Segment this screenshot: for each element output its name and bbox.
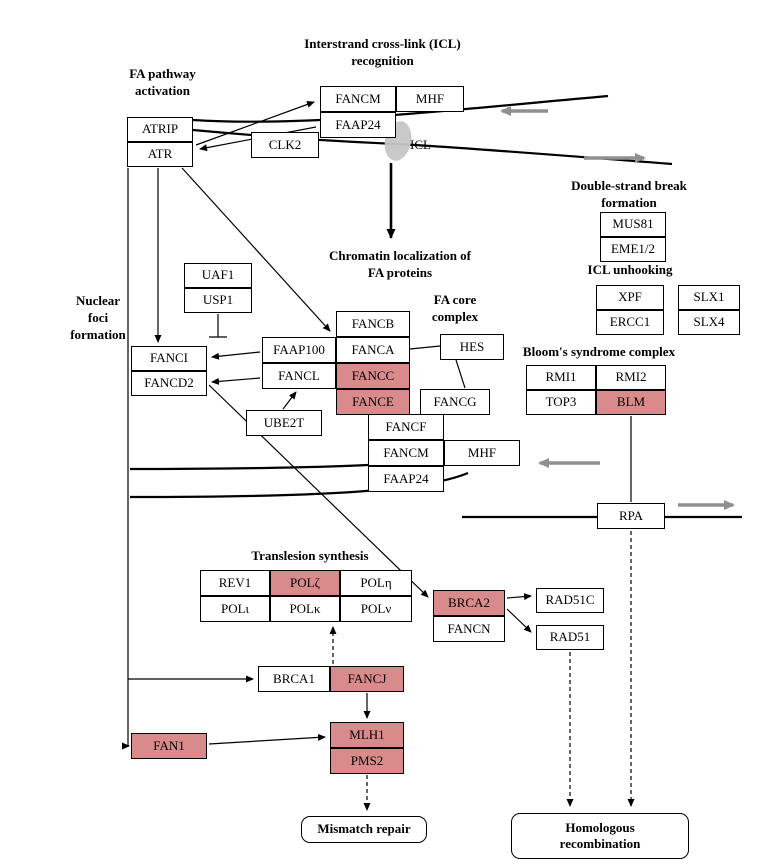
node-brca2[interactable]: BRCA2 [433, 590, 505, 616]
node-usp1[interactable]: USP1 [184, 288, 252, 313]
node-rmi1[interactable]: RMI1 [526, 365, 596, 390]
header-blooms-complex: Bloom's syndrome complex [522, 344, 676, 359]
node-rpa[interactable]: RPA [597, 503, 665, 529]
arrow-brca2-to-rad51 [506, 608, 532, 633]
node-faap24-mid[interactable]: FAAP24 [368, 466, 444, 492]
node-uaf1[interactable]: UAF1 [184, 263, 252, 288]
node-fancg[interactable]: FANCG [420, 389, 490, 415]
node-mismatch-repair[interactable]: Mismatch repair [301, 816, 427, 843]
node-ube2t[interactable]: UBE2T [246, 410, 322, 436]
dna-strand-middle [129, 463, 469, 499]
node-fancm-mid[interactable]: FANCM [368, 440, 444, 466]
node-mhf-top[interactable]: MHF [396, 86, 464, 112]
node-fanci[interactable]: FANCI [131, 346, 207, 371]
node-faap100[interactable]: FAAP100 [262, 337, 336, 363]
node-hes[interactable]: HES [440, 334, 504, 360]
header-fa-core-complex: FA core complex [431, 292, 479, 324]
activation-arrows [122, 101, 532, 750]
arrow-fancl-to-fancd2 [211, 377, 261, 385]
node-slx4[interactable]: SLX4 [678, 310, 740, 335]
link-hes-fancg [455, 359, 466, 389]
node-rev1[interactable]: REV1 [200, 570, 270, 596]
node-atr[interactable]: ATR [127, 142, 193, 167]
arrow-faap100-to-fanci [211, 351, 261, 360]
header-dsb-formation: Double-strand break formation [571, 178, 687, 210]
node-brca1[interactable]: BRCA1 [258, 666, 330, 692]
link-hes-fanca [409, 345, 441, 350]
arrow-fancd2-to-brca2 [208, 384, 429, 598]
node-homologous-recombination[interactable]: Homologous recombination [511, 813, 689, 859]
node-xpf[interactable]: XPF [596, 285, 664, 310]
arrow-atr-to-core-complex [181, 167, 331, 332]
arrow-ube2t-to-fancl [282, 391, 297, 410]
node-fancl[interactable]: FANCL [262, 363, 336, 389]
node-fanca[interactable]: FANCA [336, 337, 410, 363]
header-icl-recognition: Interstrand cross-link (ICL) recognition [304, 36, 461, 68]
node-ercc1[interactable]: ERCC1 [596, 310, 664, 335]
node-top3[interactable]: TOP3 [526, 390, 596, 415]
plain-connectors [409, 345, 632, 502]
node-rad51c[interactable]: RAD51C [536, 588, 604, 613]
node-faap24-top[interactable]: FAAP24 [320, 112, 396, 138]
node-fancc[interactable]: FANCC [336, 363, 410, 389]
node-fancf[interactable]: FANCF [368, 414, 444, 440]
arrow-brca2-to-rad51c [506, 593, 532, 601]
node-atrip[interactable]: ATRIP [127, 117, 193, 142]
node-poli[interactable]: POLι [200, 596, 270, 622]
node-mhf-mid[interactable]: MHF [444, 440, 520, 466]
node-fance[interactable]: FANCE [336, 389, 410, 415]
node-pms2[interactable]: PMS2 [330, 748, 404, 774]
node-blm[interactable]: BLM [596, 390, 666, 415]
node-poln[interactable]: POLν [340, 596, 412, 622]
node-fancd2[interactable]: FANCD2 [131, 371, 207, 396]
header-translesion-synthesis: Translesion synthesis [251, 548, 369, 563]
node-mlh1[interactable]: MLH1 [330, 722, 404, 748]
header-fa-pathway-activation: FA pathway activation [129, 66, 196, 98]
node-eme12[interactable]: EME1/2 [600, 237, 666, 262]
node-slx1[interactable]: SLX1 [678, 285, 740, 310]
node-clk2[interactable]: CLK2 [251, 132, 319, 158]
node-rmi2[interactable]: RMI2 [596, 365, 666, 390]
node-fancm-top[interactable]: FANCM [320, 86, 396, 112]
replication-direction-arrows [500, 106, 735, 510]
arrow-atr-to-fan1 [122, 168, 130, 750]
header-nuclear-foci: Nuclear foci formation [70, 293, 126, 342]
arrow-atr-to-fancm [195, 101, 315, 146]
inhibition-tbar [209, 314, 227, 338]
node-fancb[interactable]: FANCB [336, 311, 410, 337]
node-polk[interactable]: POLκ [270, 596, 340, 622]
node-fan1[interactable]: FAN1 [131, 733, 207, 759]
node-fancn[interactable]: FANCN [433, 616, 505, 642]
node-polz[interactable]: POLζ [270, 570, 340, 596]
node-mus81[interactable]: MUS81 [600, 212, 666, 237]
node-polh[interactable]: POLη [340, 570, 412, 596]
label-icl: ICL [410, 137, 431, 152]
node-rad51[interactable]: RAD51 [536, 625, 604, 650]
header-icl-unhooking: ICL unhooking [587, 262, 673, 277]
arrow-fan1-to-mlh1 [208, 733, 326, 745]
dashed-arrows [329, 531, 635, 811]
node-fancj[interactable]: FANCJ [330, 666, 404, 692]
header-chromatin-localization: Chromatin localization of FA proteins [328, 248, 472, 280]
